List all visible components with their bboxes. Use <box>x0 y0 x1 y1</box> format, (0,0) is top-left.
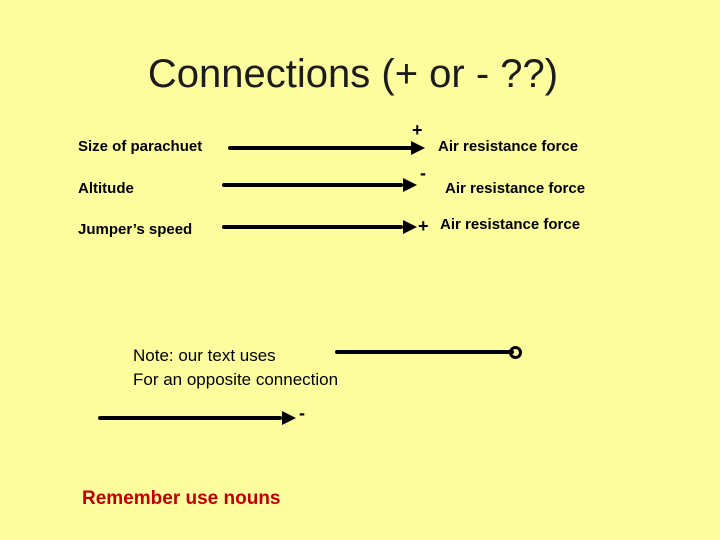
connection-arrow-line <box>222 225 403 229</box>
note-text: Note: our text uses For an opposite conn… <box>133 344 338 392</box>
arrowhead-right-icon <box>282 411 296 425</box>
slide-title: Connections (+ or - ??) <box>147 52 559 96</box>
arrowhead-right-icon <box>403 178 417 192</box>
connection-sign: - <box>420 163 426 183</box>
connection-arrow-line <box>228 146 413 150</box>
connection-target-label: Air resistance force <box>440 216 581 233</box>
arrowhead-right-icon <box>411 141 425 155</box>
note-line-1: Note: our text uses <box>133 346 276 365</box>
connection-source-label: Jumper’s speed <box>78 221 193 238</box>
circle-terminator-icon <box>509 346 522 359</box>
opposite-sign: - <box>299 403 305 423</box>
opposite-arrow-line <box>98 416 282 420</box>
connection-sign: + <box>418 216 429 236</box>
connection-target-label: Air resistance force <box>438 138 579 155</box>
note-connector-line <box>335 350 514 354</box>
footer-reminder-text: Remember use nouns <box>82 488 281 509</box>
connection-arrow-line <box>222 183 403 187</box>
connection-source-label: Size of parachuet <box>78 138 203 155</box>
connection-source-label: Altitude <box>78 180 134 197</box>
arrowhead-right-icon <box>403 220 417 234</box>
connection-target-label: Air resistance force <box>445 180 586 197</box>
note-line-2: For an opposite connection <box>133 370 339 389</box>
connection-sign: + <box>412 120 423 140</box>
